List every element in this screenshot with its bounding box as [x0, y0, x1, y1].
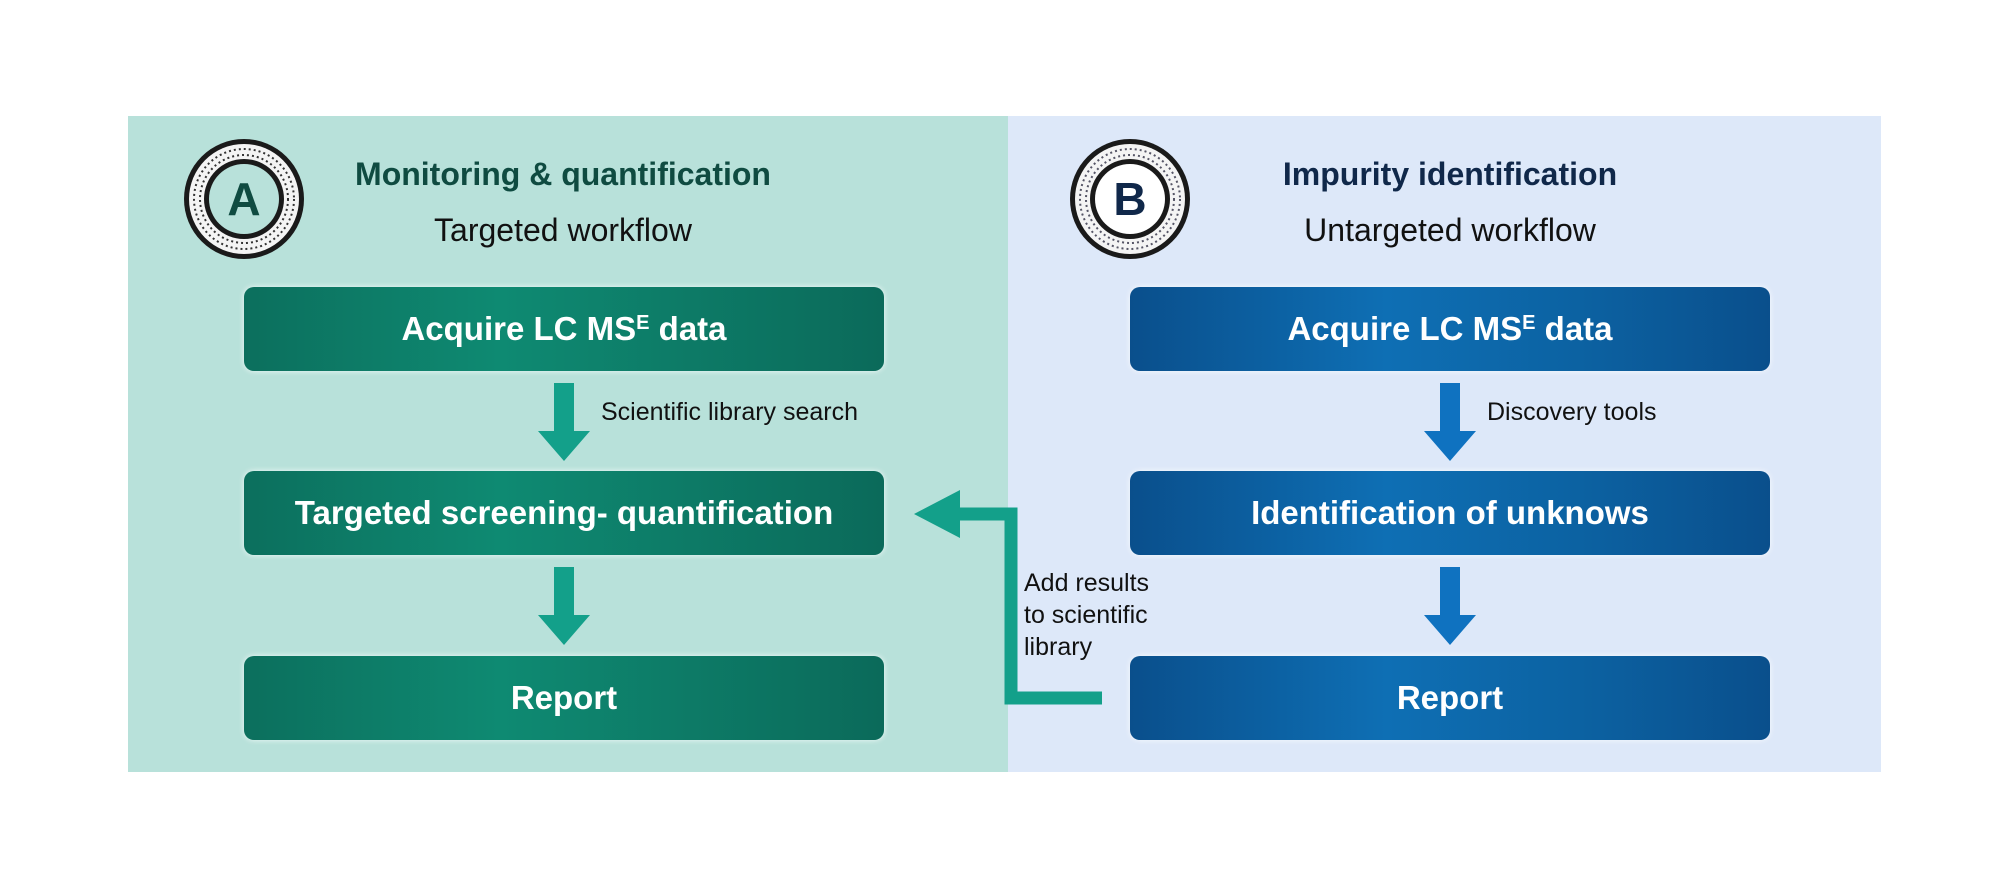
panel-b-acquire-tail: data: [1535, 310, 1613, 347]
badge-a-icon: A: [182, 137, 306, 261]
panel-b-arrow-label: Discovery tools: [1487, 398, 1657, 426]
feedback-label-line-3: library: [1024, 633, 1093, 661]
feedback-label-line-1: Add results: [1024, 569, 1150, 597]
panel-a-arrow-down-2-icon: [538, 567, 590, 645]
panel-a-arrow-label: Scientific library search: [601, 398, 859, 426]
panel-b-identification-box: Identification of unknows: [1130, 471, 1770, 555]
panel-a-title: Monitoring & quantification: [355, 156, 771, 192]
panel-a-screening-box: Targeted screening- quantification: [244, 471, 884, 555]
badge-b-letter: B: [1113, 173, 1146, 225]
panel-a-subtitle: Targeted workflow: [434, 212, 692, 248]
panel-b-subtitle: Untargeted workflow: [1304, 212, 1596, 248]
panel-b-arrow-down-2-icon: [1424, 567, 1476, 645]
panel-a-acquire-text: Acquire LC MS: [401, 310, 637, 347]
panel-a-acquire-tail: data: [649, 310, 727, 347]
panel-b-title: Impurity identification: [1282, 156, 1618, 192]
panel-b-acquire-text: Acquire LC MS: [1287, 310, 1523, 347]
panel-a-arrow-down-1-icon: [538, 383, 590, 461]
feedback-elbow-arrow-icon: [914, 490, 1102, 705]
panel-b-report-box: Report: [1130, 656, 1770, 740]
feedback-label-line-2: to scientific: [1024, 601, 1148, 629]
badge-a-letter: A: [227, 173, 260, 225]
badge-b-icon: B: [1068, 137, 1192, 261]
feedback-label: Add results to scientific library: [1024, 567, 1149, 663]
panel-a-report-box: Report: [244, 656, 884, 740]
panel-b-arrow-down-1-icon: [1424, 383, 1476, 461]
